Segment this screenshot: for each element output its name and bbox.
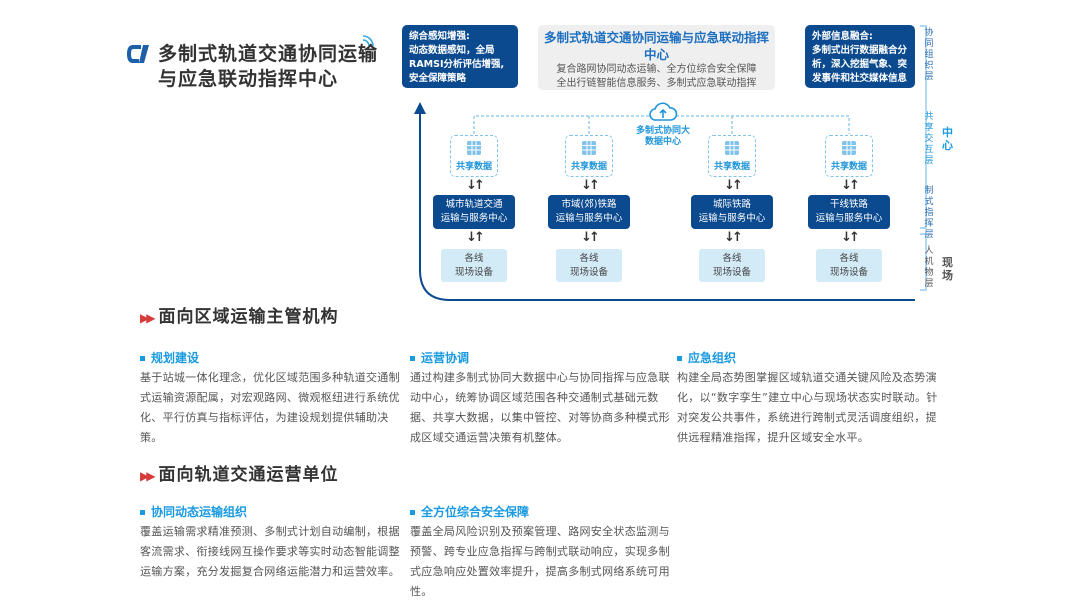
- bullet-icon: [410, 356, 415, 361]
- field-equipment-box: 各线现场设备: [556, 249, 622, 282]
- big-data-center-label: 多制式协同大数据中心: [635, 126, 690, 147]
- field-equipment-box: 各线现场设备: [816, 249, 882, 282]
- bidirectional-arrow-icon: ↓↑: [581, 230, 600, 245]
- external-info-box: 外部信息融合: 多制式出行数据融合分析，深入挖掘气象、突发事件和社交媒体信息: [805, 25, 915, 88]
- bidirectional-arrow-icon: ↓↑: [841, 230, 860, 245]
- field-line-2: 现场设备: [569, 267, 608, 278]
- feature-title-text: 协同动态运输组织: [151, 505, 248, 519]
- field-line-1: 各线: [464, 253, 484, 264]
- shared-data-box: 共享数据: [450, 135, 498, 177]
- feature-item: 全方位综合安全保障覆盖全局风险识别及预案管理、路网安全状态监测与预警、跨专业应急…: [410, 503, 672, 602]
- perception-text: 动态数据感知，全局RAMSI分析评估增强,安全保障策略: [409, 45, 505, 84]
- feature-description: 覆盖运输需求精准预测、多制式计划自动编制，根据客流需求、衔接线网互操作要求等实时…: [140, 525, 400, 578]
- bidirectional-arrow-icon: ↓↑: [724, 178, 743, 193]
- shared-data-box: 共享数据: [708, 135, 756, 177]
- field-line-1: 各线: [722, 253, 742, 264]
- feature-description: 构建全局态势图掌握区域轨道交通关键风险及态势演化，以“数字孪生”建立中心与现场状…: [677, 371, 938, 444]
- bidirectional-arrow-icon: ↓↑: [581, 178, 600, 193]
- shared-data-label: 共享数据: [713, 162, 750, 172]
- shared-data-label: 共享数据: [455, 162, 492, 172]
- double-arrow-icon: ▶▶: [140, 469, 156, 483]
- layer-label: 人机物层: [924, 246, 934, 289]
- command-center-box: 多制式轨道交通协同运输与应急联动指挥中心复合路网协同动态运输、全方位综合安全保障…: [538, 25, 775, 90]
- transport-center-box: 城市轨道交通运输与服务中心: [433, 195, 515, 229]
- feature-title-text: 全方位综合安全保障: [421, 505, 530, 519]
- perception-box: 综合感知增强: 动态数据感知，全局RAMSI分析评估增强,安全保障策略: [402, 25, 518, 88]
- logo-icon: [127, 45, 149, 63]
- signal-icon: [362, 35, 374, 47]
- shared-data-box: 共享数据: [825, 135, 873, 177]
- feature-description: 通过构建多制式协同大数据中心与协同指挥与应急联动中心，统筹协调区域范围各种交通制…: [410, 371, 670, 444]
- field-equipment-box: 各线现场设备: [699, 249, 765, 282]
- database-icon: [467, 141, 481, 155]
- database-icon: [842, 141, 856, 155]
- command-center-line-1: 复合路网协同动态运输、全方位综合安全保障: [556, 64, 757, 75]
- center-subtitle: 运输与服务中心: [698, 213, 766, 224]
- group-label-field: 现场: [942, 256, 953, 282]
- shared-data-label: 共享数据: [570, 162, 607, 172]
- feature-item: 协同动态运输组织覆盖运输需求精准预测、多制式计划自动编制，根据客流需求、衔接线网…: [140, 503, 402, 582]
- group-label-center: 中心: [942, 126, 953, 152]
- feature-title-text: 应急组织: [688, 351, 737, 365]
- cloud-upload-icon: [649, 102, 678, 121]
- bidirectional-arrow-icon: ↓↑: [466, 178, 485, 193]
- center-name: 城市轨道交通: [445, 199, 503, 210]
- feature-item: 应急组织构建全局态势图掌握区域轨道交通关键风险及态势演化，以“数字孪生”建立中心…: [677, 349, 939, 448]
- field-line-2: 现场设备: [829, 267, 868, 278]
- bullet-icon: [410, 510, 415, 515]
- feature-title: 规划建设: [140, 349, 402, 366]
- database-icon: [582, 141, 596, 155]
- feature-title: 全方位综合安全保障: [410, 503, 672, 520]
- bullet-icon: [140, 356, 145, 361]
- center-name: 城际铁路: [712, 199, 751, 210]
- page-title: 多制式轨道交通协同运输与应急联动指挥中心: [158, 42, 378, 92]
- center-name: 市域(郊)铁路: [561, 199, 617, 210]
- transport-center-box: 市域(郊)铁路运输与服务中心: [548, 195, 630, 229]
- field-equipment-box: 各线现场设备: [441, 249, 507, 282]
- transport-center-box: 干线铁路运输与服务中心: [808, 195, 890, 229]
- center-name: 干线铁路: [829, 199, 868, 210]
- section-heading-operator: ▶▶面向轨道交通运营单位: [140, 460, 338, 485]
- bidirectional-arrow-icon: ↓↑: [466, 230, 485, 245]
- field-line-2: 现场设备: [712, 267, 751, 278]
- external-info-heading: 外部信息融合:: [812, 31, 873, 42]
- section-heading-authority: ▶▶面向区域运输主管机构: [140, 302, 338, 327]
- center-subtitle: 运输与服务中心: [440, 213, 508, 224]
- field-line-2: 现场设备: [454, 267, 493, 278]
- feature-title-text: 运营协调: [421, 351, 470, 365]
- command-center-heading: 多制式轨道交通协同运输与应急联动指挥中心: [543, 30, 769, 62]
- layer-label: 协同组织层: [924, 28, 934, 82]
- perception-heading: 综合感知增强:: [409, 31, 470, 42]
- bullet-icon: [677, 356, 682, 361]
- bidirectional-arrow-icon: ↓↑: [724, 230, 743, 245]
- feature-item: 运营协调通过构建多制式协同大数据中心与协同指挥与应急联动中心，统筹协调区域范围各…: [410, 349, 672, 448]
- feature-description: 基于站城一体化理念，优化区域范围多种轨道交通制式运输资源配属，对宏观路网、微观枢…: [140, 371, 400, 444]
- title-line-2: 与应急联动指挥中心: [158, 68, 339, 90]
- external-info-text: 多制式出行数据融合分析，深入挖掘气象、突发事件和社交媒体信息: [812, 45, 908, 84]
- bidirectional-arrow-icon: ↓↑: [841, 178, 860, 193]
- center-subtitle: 运输与服务中心: [555, 213, 623, 224]
- field-line-1: 各线: [839, 253, 859, 264]
- feature-title: 运营协调: [410, 349, 672, 366]
- transport-center-box: 城际铁路运输与服务中心: [691, 195, 773, 229]
- section-heading-text: 面向区域运输主管机构: [158, 307, 339, 327]
- feature-item: 规划建设基于站城一体化理念，优化区域范围多种轨道交通制式运输资源配属，对宏观路网…: [140, 349, 402, 448]
- center-subtitle: 运输与服务中心: [815, 213, 883, 224]
- feature-title: 应急组织: [677, 349, 939, 366]
- shared-data-label: 共享数据: [830, 162, 867, 172]
- feature-title: 协同动态运输组织: [140, 503, 402, 520]
- section-heading-text: 面向轨道交通运营单位: [158, 465, 339, 485]
- double-arrow-icon: ▶▶: [140, 311, 156, 325]
- layer-label: 共享交互层: [924, 112, 934, 166]
- feature-description: 覆盖全局风险识别及预案管理、路网安全状态监测与预警、跨专业应急指挥与跨制式联动响…: [410, 525, 670, 598]
- shared-data-box: 共享数据: [565, 135, 613, 177]
- bullet-icon: [140, 510, 145, 515]
- field-line-1: 各线: [579, 253, 599, 264]
- command-center-line-2: 全出行链智能信息服务、多制式应急联动指挥: [556, 78, 757, 89]
- title-line-1: 多制式轨道交通协同运输: [158, 43, 379, 65]
- layer-label: 制式指挥层: [924, 186, 934, 240]
- database-icon: [725, 141, 739, 155]
- feature-title-text: 规划建设: [151, 351, 200, 365]
